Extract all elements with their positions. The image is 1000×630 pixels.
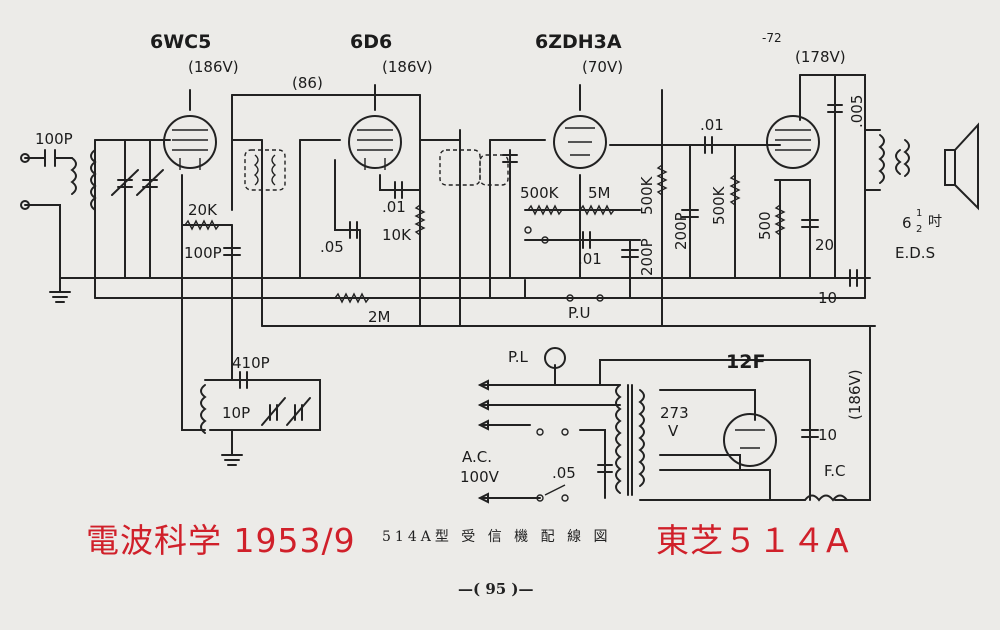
diagram-caption: 514A型 受 信 機 配 線 図 [382,529,612,545]
resistors [184,164,786,304]
label-100p-in: 100P [35,130,73,148]
label-10k: 10K [382,226,412,244]
label-410p: 410P [232,354,270,372]
label-500k-c: 500K [710,185,728,225]
tube2-name: 6D6 [350,31,392,53]
annotation-right: 東芝５１４A [656,521,850,560]
tube-6zdh3a [553,115,607,169]
speaker [944,122,979,211]
label-2m: 2M [368,308,391,326]
label-10-b: 10 [818,426,837,444]
ift-1 [244,149,286,191]
power-leads [477,379,489,504]
tube4-voltage: (178V) [795,48,846,66]
page-number: —( 95 )— [458,580,534,598]
label-01-b: .01 [578,250,602,268]
wiring [24,74,881,501]
label-10-a: 10 [818,289,837,307]
ground-symbols [49,291,243,466]
label-01-a: .01 [382,198,406,216]
tube1-voltage: (186V) [188,58,239,76]
rect-tube-name: 12F [726,351,765,373]
labels: 6WC5 (186V) 6D6 (186V) 6ZDH3A (70V) (178… [35,31,942,486]
osc-coil [200,384,207,434]
tube3-name: 6ZDH3A [535,31,622,53]
label-100p-2: 100P [184,244,222,262]
label-speaker-size-b: 1 [916,208,922,219]
tube1-name: 6WC5 [150,31,211,53]
tuning-capacitors [111,169,311,426]
label-ac-volt: 100V [460,468,500,486]
label-273-unit: V [668,422,679,440]
label-speaker-size-d: 吋 [928,214,942,230]
label-eds: E.D.S [895,244,935,262]
label-pu: P.U [568,304,590,322]
label-200p-b: 200P [672,212,690,250]
ift-2 [439,149,509,186]
label-pl: P.L [508,348,528,366]
label-500: 500 [756,211,774,240]
label-speaker-size-a: 6 [902,214,912,232]
pilot-lamp [544,347,566,369]
label-10p: 10P [222,404,250,422]
label-186v: (186V) [846,369,864,420]
capacitors [44,104,858,473]
antenna-coil [70,149,97,211]
tube-6d6 [348,115,402,170]
label-05-a: .05 [320,238,344,256]
label-86: (86) [292,74,323,92]
tube-12f [723,413,777,467]
power-transformer [615,384,645,496]
label-01-c: .01 [700,116,724,134]
tube3-voltage: (70V) [582,58,623,76]
label-ac: A.C. [462,448,492,466]
label-005: .005 [848,95,866,128]
label-20: 20 [815,236,834,254]
label-20k: 20K [188,201,218,219]
label-speaker-size-c: 2 [916,224,922,235]
label-fc: F.C [824,462,845,480]
tube2-voltage: (186V) [382,58,433,76]
field-coil [804,494,848,502]
output-transformer [878,134,910,184]
label-05-b: .05 [552,464,576,482]
label-500k-b: 500K [638,175,656,215]
tube-6wc5 [163,115,217,170]
switches [20,153,604,502]
corner-mark: -72 [762,31,782,45]
tube-output [766,115,820,169]
label-5m: 5M [588,184,611,202]
annotation-left: 電波科学 1953/9 [86,521,356,560]
label-200p-a: 200P [638,238,656,276]
label-273: 273 [660,404,689,422]
label-500k-a: 500K [520,184,560,202]
